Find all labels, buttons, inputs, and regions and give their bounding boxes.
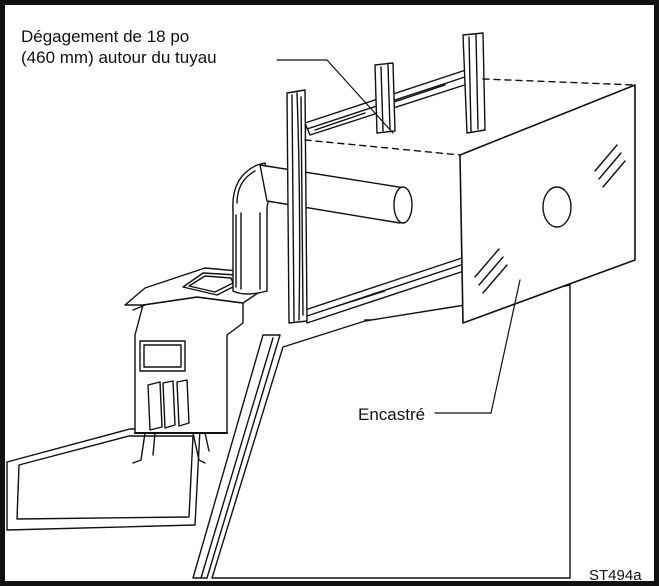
wall-shield-panel [459, 84, 636, 324]
framing-studs [286, 32, 636, 324]
installation-diagram [6, 32, 636, 579]
leader-lines [276, 59, 521, 414]
clearance-label: Dégagement de 18 po (460 mm) autour du t… [21, 26, 217, 68]
flush-label: Encastré [358, 405, 426, 424]
knee-wall [192, 284, 571, 579]
floor-protector [6, 428, 201, 531]
stove-icon [124, 162, 413, 464]
figure-code: ST494a [589, 567, 642, 584]
clearance-label-line-1: Dégagement de 18 po [21, 27, 190, 46]
clearance-label-line-2: (460 mm) autour du tuyau [21, 48, 217, 67]
